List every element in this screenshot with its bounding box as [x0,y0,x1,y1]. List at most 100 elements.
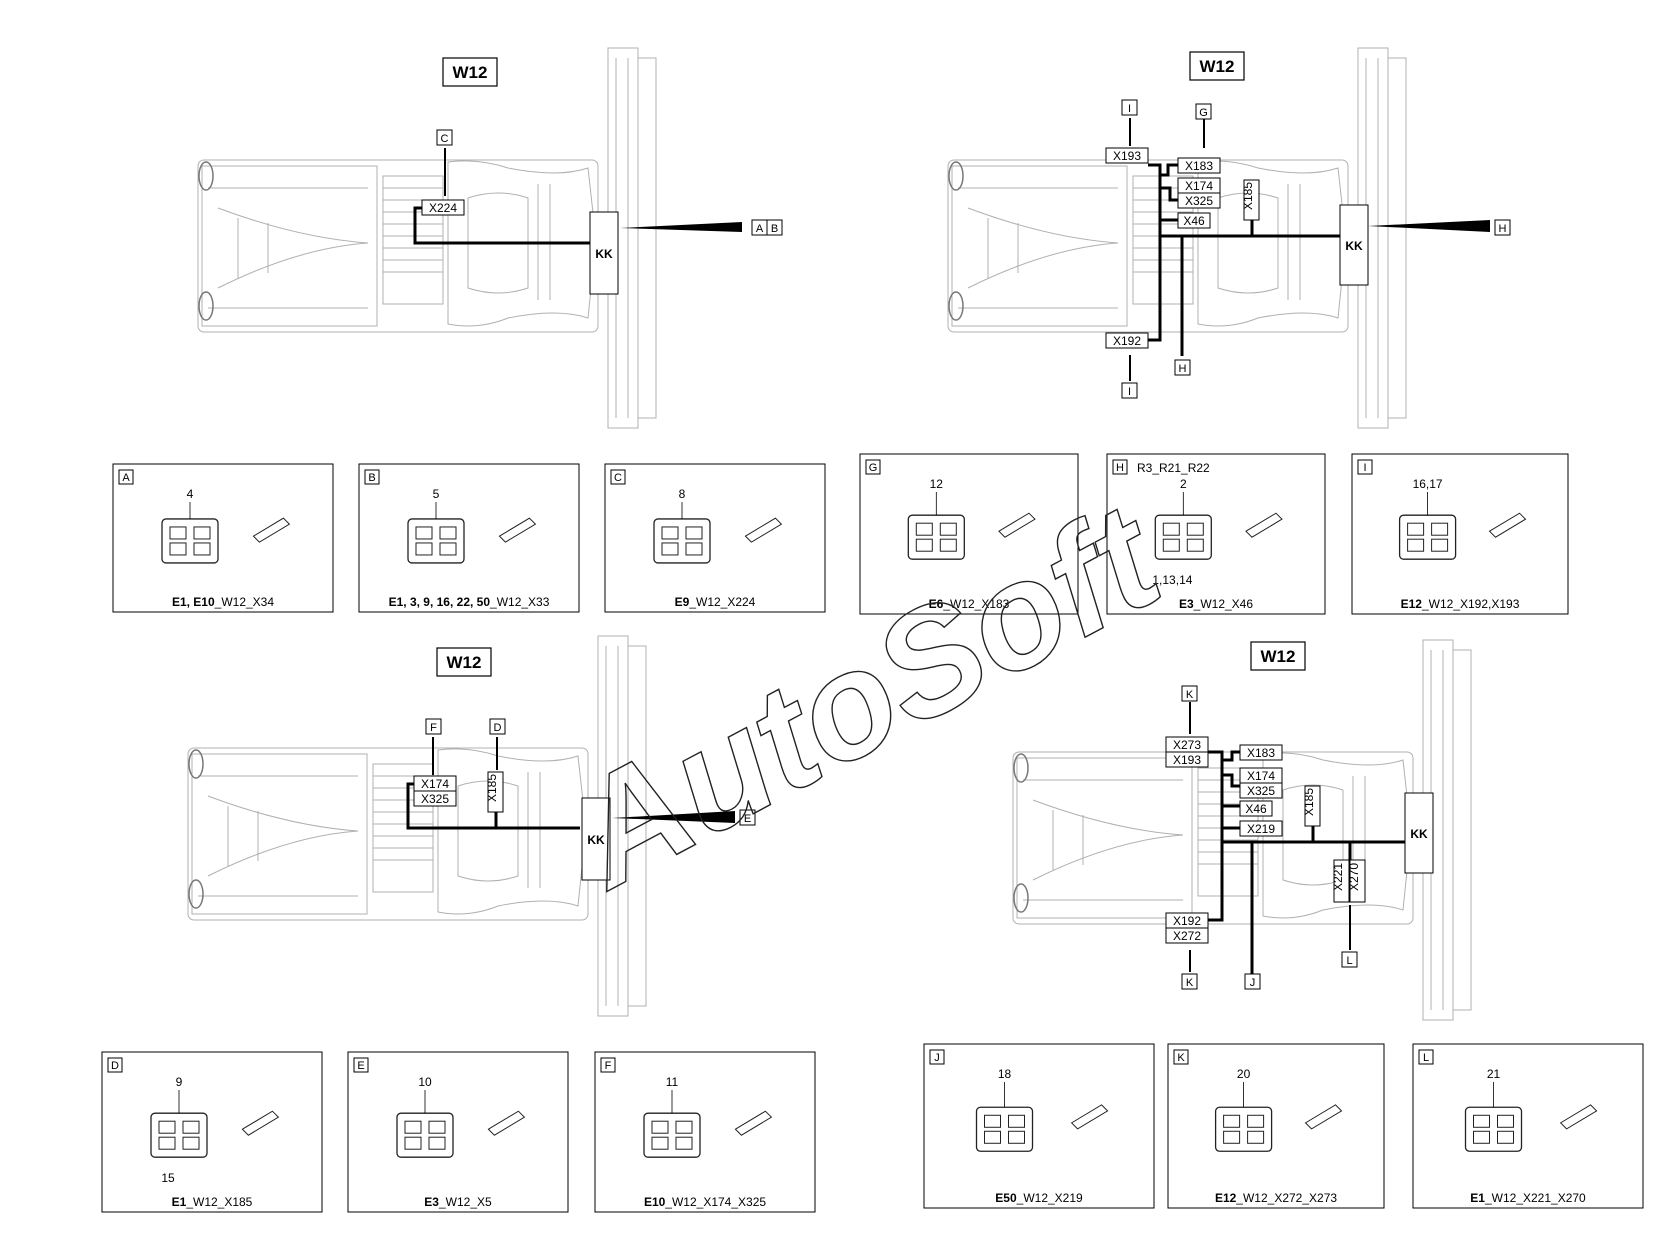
view-3-harness [406,782,580,830]
detail-caption: E3_W12_X46 [1179,597,1253,611]
view-2: W12 KK X193 X183 X174 X325 X46 X185 [947,47,1511,429]
detail-caption-ref: _W12_X192,X193 [1421,597,1520,611]
detail-letter: I [1363,462,1366,474]
view-3-connector-x325: X325 [421,792,449,806]
detail-caption-ref: _W12_X221_X270 [1484,1191,1586,1205]
view-4-connector-x185: X185 [1302,788,1316,816]
view-4-callout-k-top: K [1186,689,1194,701]
detail-caption-code: E9 [675,595,690,609]
detail-caption: E9_W12_X224 [675,595,756,609]
detail-header: R3_R21_R22 [1137,461,1210,475]
view-3-callout-e: E [744,813,751,825]
detail-item-number: 21 [1487,1067,1501,1081]
view-3-callout-f: F [430,722,437,734]
detail-item-number: 4 [187,487,194,501]
detail-caption: E10_W12_X174_X325 [644,1195,766,1209]
view-2-connector-x192: X192 [1113,334,1141,348]
detail-caption-ref: _W12_X174_X325 [664,1195,766,1209]
view-4-callout-l: L [1346,955,1352,967]
view-4-connector-x221: X221 [1331,863,1345,891]
view-1-callout-c: C [441,133,449,145]
view-2-callout-h-right: H [1499,223,1507,235]
detail-caption-code: E3 [424,1195,439,1209]
detail-item-number: 10 [418,1075,432,1089]
view-2-callout-h-bottom: H [1179,363,1187,375]
view-2-connector-x325: X325 [1185,194,1213,208]
view-4-callout-k-bottom: K [1186,977,1194,989]
view-4-harness [1208,750,1405,980]
view-2-connector-x193: X193 [1113,149,1141,163]
detail-caption-code: E1 [1470,1191,1485,1205]
view-3-connector-x174: X174 [421,777,449,791]
view-2-callout-i-bottom: I [1128,386,1131,398]
detail-letter: F [605,1060,612,1072]
detail-letter: G [869,462,878,474]
detail-caption-ref: _W12_X224 [688,595,755,609]
view-2-connector-x183: X183 [1185,159,1213,173]
view-2-title: W12 [1200,57,1235,76]
detail-letter: L [1423,1052,1429,1064]
view-1-connector-x224: X224 [429,201,457,215]
view-1-callout-a: A [756,223,764,235]
view-4-connector-x273: X273 [1173,738,1201,752]
view-2-connector-x174: X174 [1185,179,1213,193]
detail-letter: C [614,472,622,484]
detail-letter: D [111,1060,119,1072]
detail-letter: K [1177,1052,1185,1064]
view-1-title-box [442,57,498,87]
detail-caption-code: E12 [1215,1191,1237,1205]
detail-item-number: 8 [679,487,686,501]
detail-item-number-2: 15 [161,1171,175,1185]
view-1-title: W12 [453,63,488,82]
detail-letter: J [934,1052,940,1064]
detail-caption: E3_W12_X5 [424,1195,492,1209]
detail-caption: E12_W12_X272_X273 [1215,1191,1337,1205]
view-1-leader-ab [620,222,742,232]
view-4-connector-x183: X183 [1247,746,1275,760]
detail-caption-code: E6 [929,597,944,611]
view-3: W12 KK X174 X325 X185 F D E [187,635,756,1017]
view-4-title: W12 [1261,647,1296,666]
view-3-kk: KK [587,833,605,847]
detail-item-number: 11 [666,1075,679,1089]
view-4: W12 KK X273 X193 X183 X174 X325 X46 X219 [1012,639,1472,1021]
detail-caption-ref: _W12_X183 [942,597,1009,611]
detail-letter: E [357,1060,364,1072]
detail-item-number: 16,17 [1413,477,1443,491]
detail-caption: E6_W12_X183 [929,597,1010,611]
detail-caption: E1_W12_X185 [172,1195,253,1209]
detail-caption-code: E3 [1179,597,1194,611]
detail-caption-ref: _W12_X34 [214,595,275,609]
detail-caption: E1_W12_X221_X270 [1470,1191,1586,1205]
detail-caption: E1, 3, 9, 16, 22, 50_W12_X33 [389,595,550,609]
view-4-kk: KK [1410,827,1428,841]
detail-item-number: 12 [930,477,944,491]
view-4-connector-x46: X46 [1245,802,1267,816]
detail-item-number: 9 [176,1075,183,1089]
detail-caption: E12_W12_X192,X193 [1401,597,1520,611]
detail-caption: E1, E10_W12_X34 [172,595,274,609]
detail-caption-code: E10 [644,1195,666,1209]
view-2-harness [1148,163,1340,356]
view-2-connector-x185: X185 [1241,182,1255,210]
view-3-title: W12 [447,653,482,672]
detail-caption-code: E50 [995,1191,1017,1205]
view-3-callout-d: D [494,722,502,734]
view-4-connector-x193: X193 [1173,753,1201,767]
detail-item-number: 5 [433,487,440,501]
detail-caption-code: E12 [1401,597,1423,611]
view-4-connector-x272: X272 [1173,929,1201,943]
view-3-connector-x185: X185 [485,774,499,802]
view-4-connector-x270: X270 [1347,863,1361,891]
detail-caption-ref: _W12_X219 [1016,1191,1083,1205]
